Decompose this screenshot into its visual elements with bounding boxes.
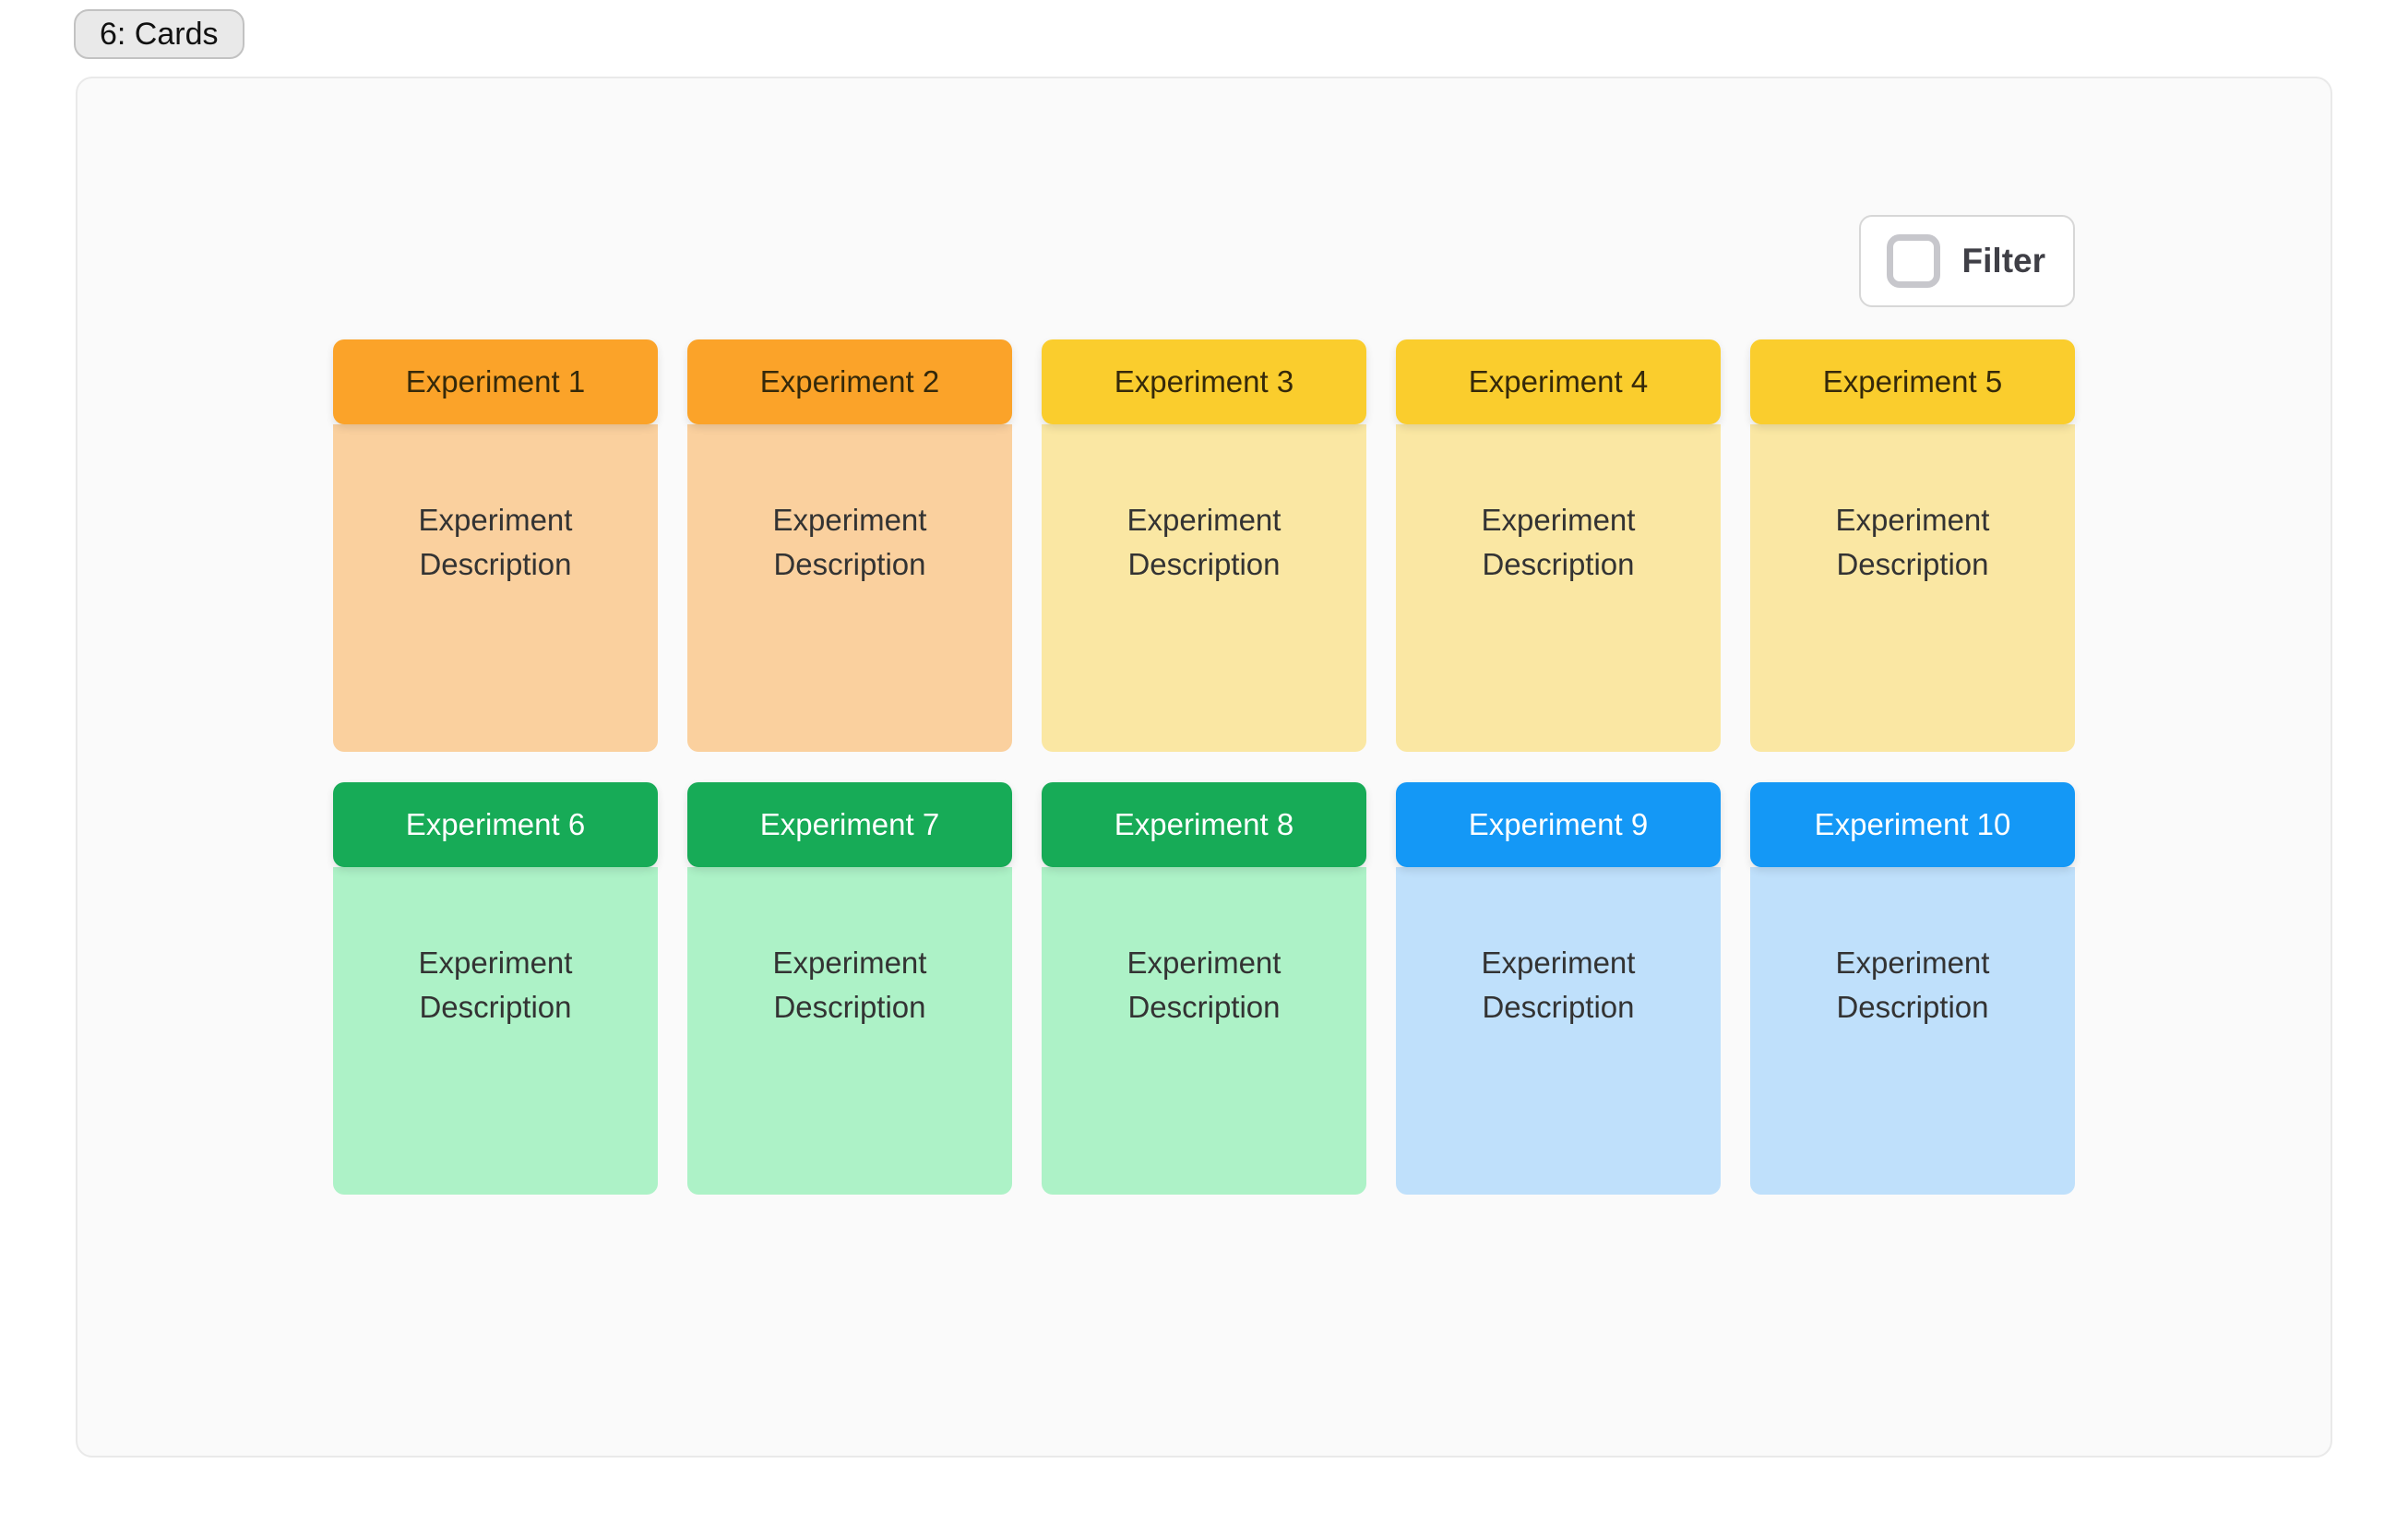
card-title: Experiment 8 — [1042, 782, 1366, 867]
card-description: Experiment Description — [1396, 867, 1721, 1195]
card-title: Experiment 9 — [1396, 782, 1721, 867]
card-title: Experiment 2 — [687, 339, 1012, 424]
card-description: Experiment Description — [1396, 424, 1721, 752]
card-title: Experiment 6 — [333, 782, 658, 867]
card-description: Experiment Description — [1042, 424, 1366, 752]
card-title: Experiment 7 — [687, 782, 1012, 867]
filter-button[interactable]: Filter — [1858, 215, 2075, 307]
card-description: Experiment Description — [1750, 424, 2075, 752]
card-title: Experiment 5 — [1750, 339, 2075, 424]
card-description: Experiment Description — [1750, 867, 2075, 1195]
card-description: Experiment Description — [687, 424, 1012, 752]
filter-label: Filter — [1961, 242, 2045, 280]
card-description: Experiment Description — [333, 867, 658, 1195]
card-description: Experiment Description — [687, 867, 1012, 1195]
card-title: Experiment 3 — [1042, 339, 1366, 424]
card-title: Experiment 10 — [1750, 782, 2075, 867]
filter-row: Filter — [333, 215, 2075, 307]
card-title: Experiment 1 — [333, 339, 658, 424]
card-description: Experiment Description — [333, 424, 658, 752]
card-description: Experiment Description — [1042, 867, 1366, 1195]
card-title: Experiment 4 — [1396, 339, 1721, 424]
filter-checkbox[interactable] — [1886, 234, 1940, 288]
section-badge: 6: Cards — [74, 9, 244, 59]
